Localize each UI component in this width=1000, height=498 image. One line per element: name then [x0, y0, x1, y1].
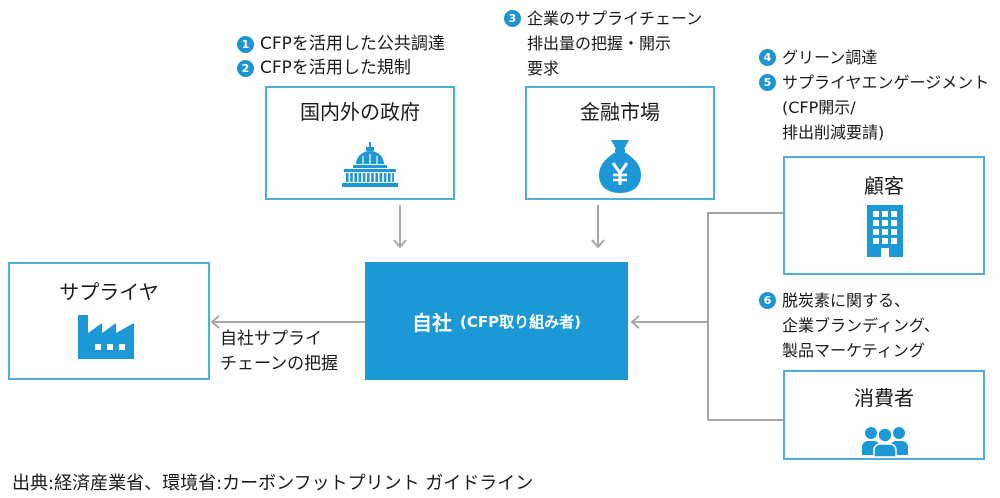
- arrow-customers-to-self: [630, 315, 708, 329]
- note-text: 脱炭素に関する、 企業ブランディング、 製品マーケティング: [782, 288, 940, 363]
- note-line: 排出量の把握・開示: [527, 34, 672, 53]
- office-building-icon: [867, 205, 903, 257]
- capitol-icon: [342, 142, 398, 187]
- arrow-label-line: チェーンの把握: [220, 354, 339, 374]
- money-bag-yen-icon: [599, 140, 641, 193]
- financial-market-title: 金融市場: [580, 100, 660, 124]
- note-line: グリーン調達: [782, 48, 878, 67]
- arrow-head: [630, 315, 640, 329]
- arrow-head: [591, 239, 605, 249]
- connector-customer-consumer: [707, 212, 783, 421]
- customer-box: 顧客: [783, 156, 985, 275]
- note-supplier-engagement: 5 サプライヤエンゲージメント (CFP開示/ 排出削減要請): [759, 70, 989, 145]
- note-text: CFPを活用した公共調達: [260, 32, 445, 57]
- note-line: 排出削減要請): [782, 123, 885, 142]
- government-title: 国内外の政府: [300, 100, 420, 124]
- note-line: 企業ブランディング、: [782, 316, 940, 335]
- supplier-title: サプライヤ: [59, 280, 159, 304]
- number-badge: 2: [237, 60, 254, 77]
- note-text: グリーン調達: [782, 45, 877, 70]
- note-text: サプライヤエンゲージメント (CFP開示/ 排出削減要請): [782, 70, 989, 145]
- financial-market-box: 金融市場: [525, 86, 715, 200]
- number-badge: 5: [759, 74, 776, 91]
- customer-title: 顧客: [864, 174, 904, 198]
- self-subtitle: (CFP取り組み者): [460, 312, 581, 331]
- self-title: 自社: [412, 310, 453, 335]
- note-text: CFPを活用した規制: [260, 56, 411, 81]
- note-text: 企業のサプライチェーン 排出量の把握・開示 要求: [527, 6, 702, 81]
- number-badge: 1: [237, 36, 254, 53]
- consumer-box: 消費者: [783, 370, 985, 460]
- number-badge: 6: [759, 292, 776, 309]
- arrow-finance-to-self: [591, 205, 605, 249]
- source-citation: 出典:経済産業省、環境省:カーボンフットプリント ガイドライン: [12, 473, 534, 494]
- arrow-label-line: 自社サプライ: [220, 329, 322, 349]
- note-line: (CFP開示/: [782, 98, 856, 117]
- supplier-arrow-label: 自社サプライ チェーンの把握: [220, 327, 338, 377]
- self-company-box: 自社 (CFP取り組み者): [365, 262, 628, 380]
- number-badge: 3: [504, 10, 521, 27]
- government-box: 国内外の政府: [265, 86, 455, 200]
- note-line: 製品マーケティング: [782, 341, 925, 360]
- note-supply-chain-disclosure: 3 企業のサプライチェーン 排出量の把握・開示 要求: [504, 6, 702, 81]
- note-decarbonization-branding: 6 脱炭素に関する、 企業ブランディング、 製品マーケティング: [759, 288, 940, 363]
- note-line: 脱炭素に関する、: [782, 291, 911, 310]
- number-badge: 4: [759, 49, 776, 66]
- note-line: 要求: [527, 59, 560, 78]
- arrow-self-to-supplier: [210, 315, 365, 329]
- people-icon: [862, 427, 908, 457]
- arrow-head: [210, 315, 220, 329]
- note-regulation: 2 CFPを活用した規制: [237, 56, 411, 81]
- note-line: 企業のサプライチェーン: [527, 9, 703, 28]
- note-line: CFPを活用した規制: [260, 58, 411, 78]
- consumer-title: 消費者: [854, 386, 914, 410]
- factory-icon: [78, 315, 134, 359]
- note-green-procurement: 4 グリーン調達: [759, 45, 877, 70]
- arrow-government-to-self: [393, 205, 407, 249]
- arrow-head: [393, 239, 407, 249]
- note-public-procurement: 1 CFPを活用した公共調達: [237, 32, 445, 57]
- supplier-box: サプライヤ: [8, 262, 210, 380]
- note-line: サプライヤエンゲージメント: [782, 73, 990, 92]
- note-line: CFPを活用した公共調達: [260, 34, 445, 54]
